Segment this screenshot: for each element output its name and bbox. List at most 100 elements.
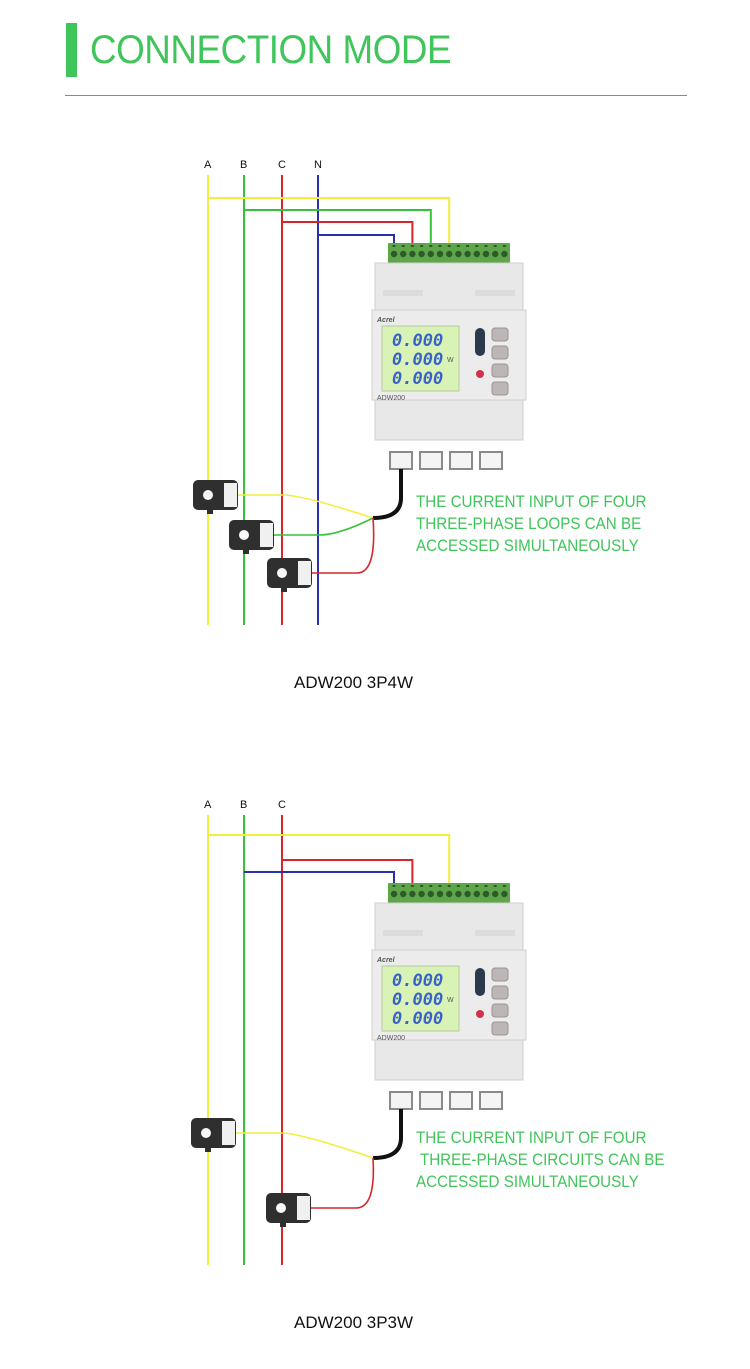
note-3p4w: THE CURRENT INPUT OF FOUR THREE-PHASE LO…: [416, 493, 647, 555]
terminal-slot: [420, 885, 424, 887]
terminal-screw: [436, 250, 444, 258]
lcd-row: 0.000: [392, 350, 443, 370]
phase-label-b: B: [240, 799, 247, 811]
lcd-row: 0.000: [392, 971, 443, 991]
terminal-slot: [466, 245, 470, 247]
terminal-slot: [484, 245, 488, 247]
ct-signal-wire: [238, 494, 374, 519]
ct-signal-wire: [311, 1157, 375, 1209]
terminal-slot: [493, 245, 497, 247]
meter-button: [491, 345, 509, 360]
rj-port: [419, 1091, 443, 1110]
meter-bottom-body: [374, 1039, 524, 1081]
voltage-tap-wire: [208, 197, 451, 254]
comm-indicator: [475, 968, 485, 996]
terminal-screw: [473, 250, 480, 258]
terminal-slot: [429, 885, 433, 887]
terminal-screw: [455, 250, 462, 258]
pulse-led-icon: [476, 1010, 484, 1018]
lcd-row: 0.000: [392, 1009, 443, 1029]
meter-button: [491, 1003, 509, 1018]
ct-hole: [239, 530, 249, 540]
ct-clip: [205, 1146, 211, 1152]
terminal-screw: [501, 250, 508, 258]
ct-cable: [372, 469, 403, 520]
ct-label: [222, 1121, 235, 1145]
terminal-screw: [492, 890, 499, 898]
ct-hole: [201, 1128, 211, 1138]
terminal-slot: [493, 885, 497, 887]
ct-signal-wire: [312, 517, 375, 574]
meter-button: [491, 1021, 509, 1036]
terminal-screw: [409, 250, 416, 258]
lcd-screen: [381, 325, 460, 392]
terminal-screw: [427, 890, 434, 898]
meter-button: [491, 381, 509, 396]
terminal-slot: [475, 245, 479, 247]
phase-label-a: A: [204, 799, 212, 811]
terminal-screw: [473, 890, 480, 898]
terminal-slot: [502, 245, 506, 247]
comm-indicator: [475, 328, 485, 356]
terminal-screw: [390, 250, 398, 258]
ct-label: [298, 561, 311, 585]
terminal-screw: [501, 890, 508, 898]
terminal-slot: [466, 885, 470, 887]
terminal-slot: [401, 885, 405, 887]
pulse-led-icon: [476, 370, 484, 378]
terminal-screw: [482, 250, 490, 258]
terminal-screw: [390, 890, 398, 898]
meter-button: [491, 985, 509, 1000]
terminal-screw: [446, 890, 453, 898]
terminal-screw: [482, 890, 490, 898]
ct-signal-wire: [274, 517, 374, 536]
terminal-slot: [502, 885, 506, 887]
terminal-slot: [420, 245, 424, 247]
terminal-slot: [447, 245, 451, 247]
terminal-screw: [455, 890, 462, 898]
rj-port: [449, 451, 473, 470]
terminal-slot: [456, 885, 460, 887]
phase-label-n: N: [314, 159, 322, 171]
terminal-slot: [484, 885, 488, 887]
lcd-unit: W: [447, 357, 454, 364]
meter-slot: [475, 290, 515, 296]
ct-label: [260, 523, 273, 547]
terminal-slot: [475, 885, 479, 887]
terminal-slot: [410, 245, 414, 247]
terminal-slot: [392, 245, 396, 247]
brand-logo: Acrel: [376, 317, 396, 324]
meter-button: [491, 363, 509, 378]
voltage-tap-wire: [282, 859, 414, 894]
rj-port: [449, 1091, 473, 1110]
terminal-screw: [400, 890, 407, 898]
lcd-row: 0.000: [392, 990, 443, 1010]
terminal-slot: [401, 245, 405, 247]
ct-cable: [372, 1109, 403, 1160]
voltage-tap-wire: [244, 209, 432, 254]
terminal-screw: [446, 250, 453, 258]
meter-top-body: [374, 262, 524, 314]
terminal-screw: [464, 250, 471, 258]
terminal-screw: [464, 890, 471, 898]
rj-port: [479, 1091, 503, 1110]
note-3p3w: THE CURRENT INPUT OF FOUR THREE-PHASE CI…: [416, 1129, 665, 1191]
ct-clip: [207, 508, 213, 514]
phase-label-c: C: [278, 159, 286, 171]
lcd-row: 0.000: [392, 331, 443, 351]
terminal-slot: [429, 245, 433, 247]
terminal-slot: [447, 885, 451, 887]
caption-3p4w: ADW200 3P4W: [294, 673, 414, 692]
brand-logo: Acrel: [376, 957, 396, 964]
rj-port: [389, 1091, 413, 1110]
page-title: CONNECTION MODE: [90, 28, 452, 72]
ct-clip: [243, 548, 249, 554]
ct-label: [224, 483, 237, 507]
meter-button: [491, 967, 509, 982]
terminal-slot: [438, 885, 442, 887]
voltage-tap-wire: [318, 234, 395, 254]
terminal-slot: [392, 885, 396, 887]
terminal-slot: [410, 885, 414, 887]
meter-slot: [383, 930, 423, 936]
